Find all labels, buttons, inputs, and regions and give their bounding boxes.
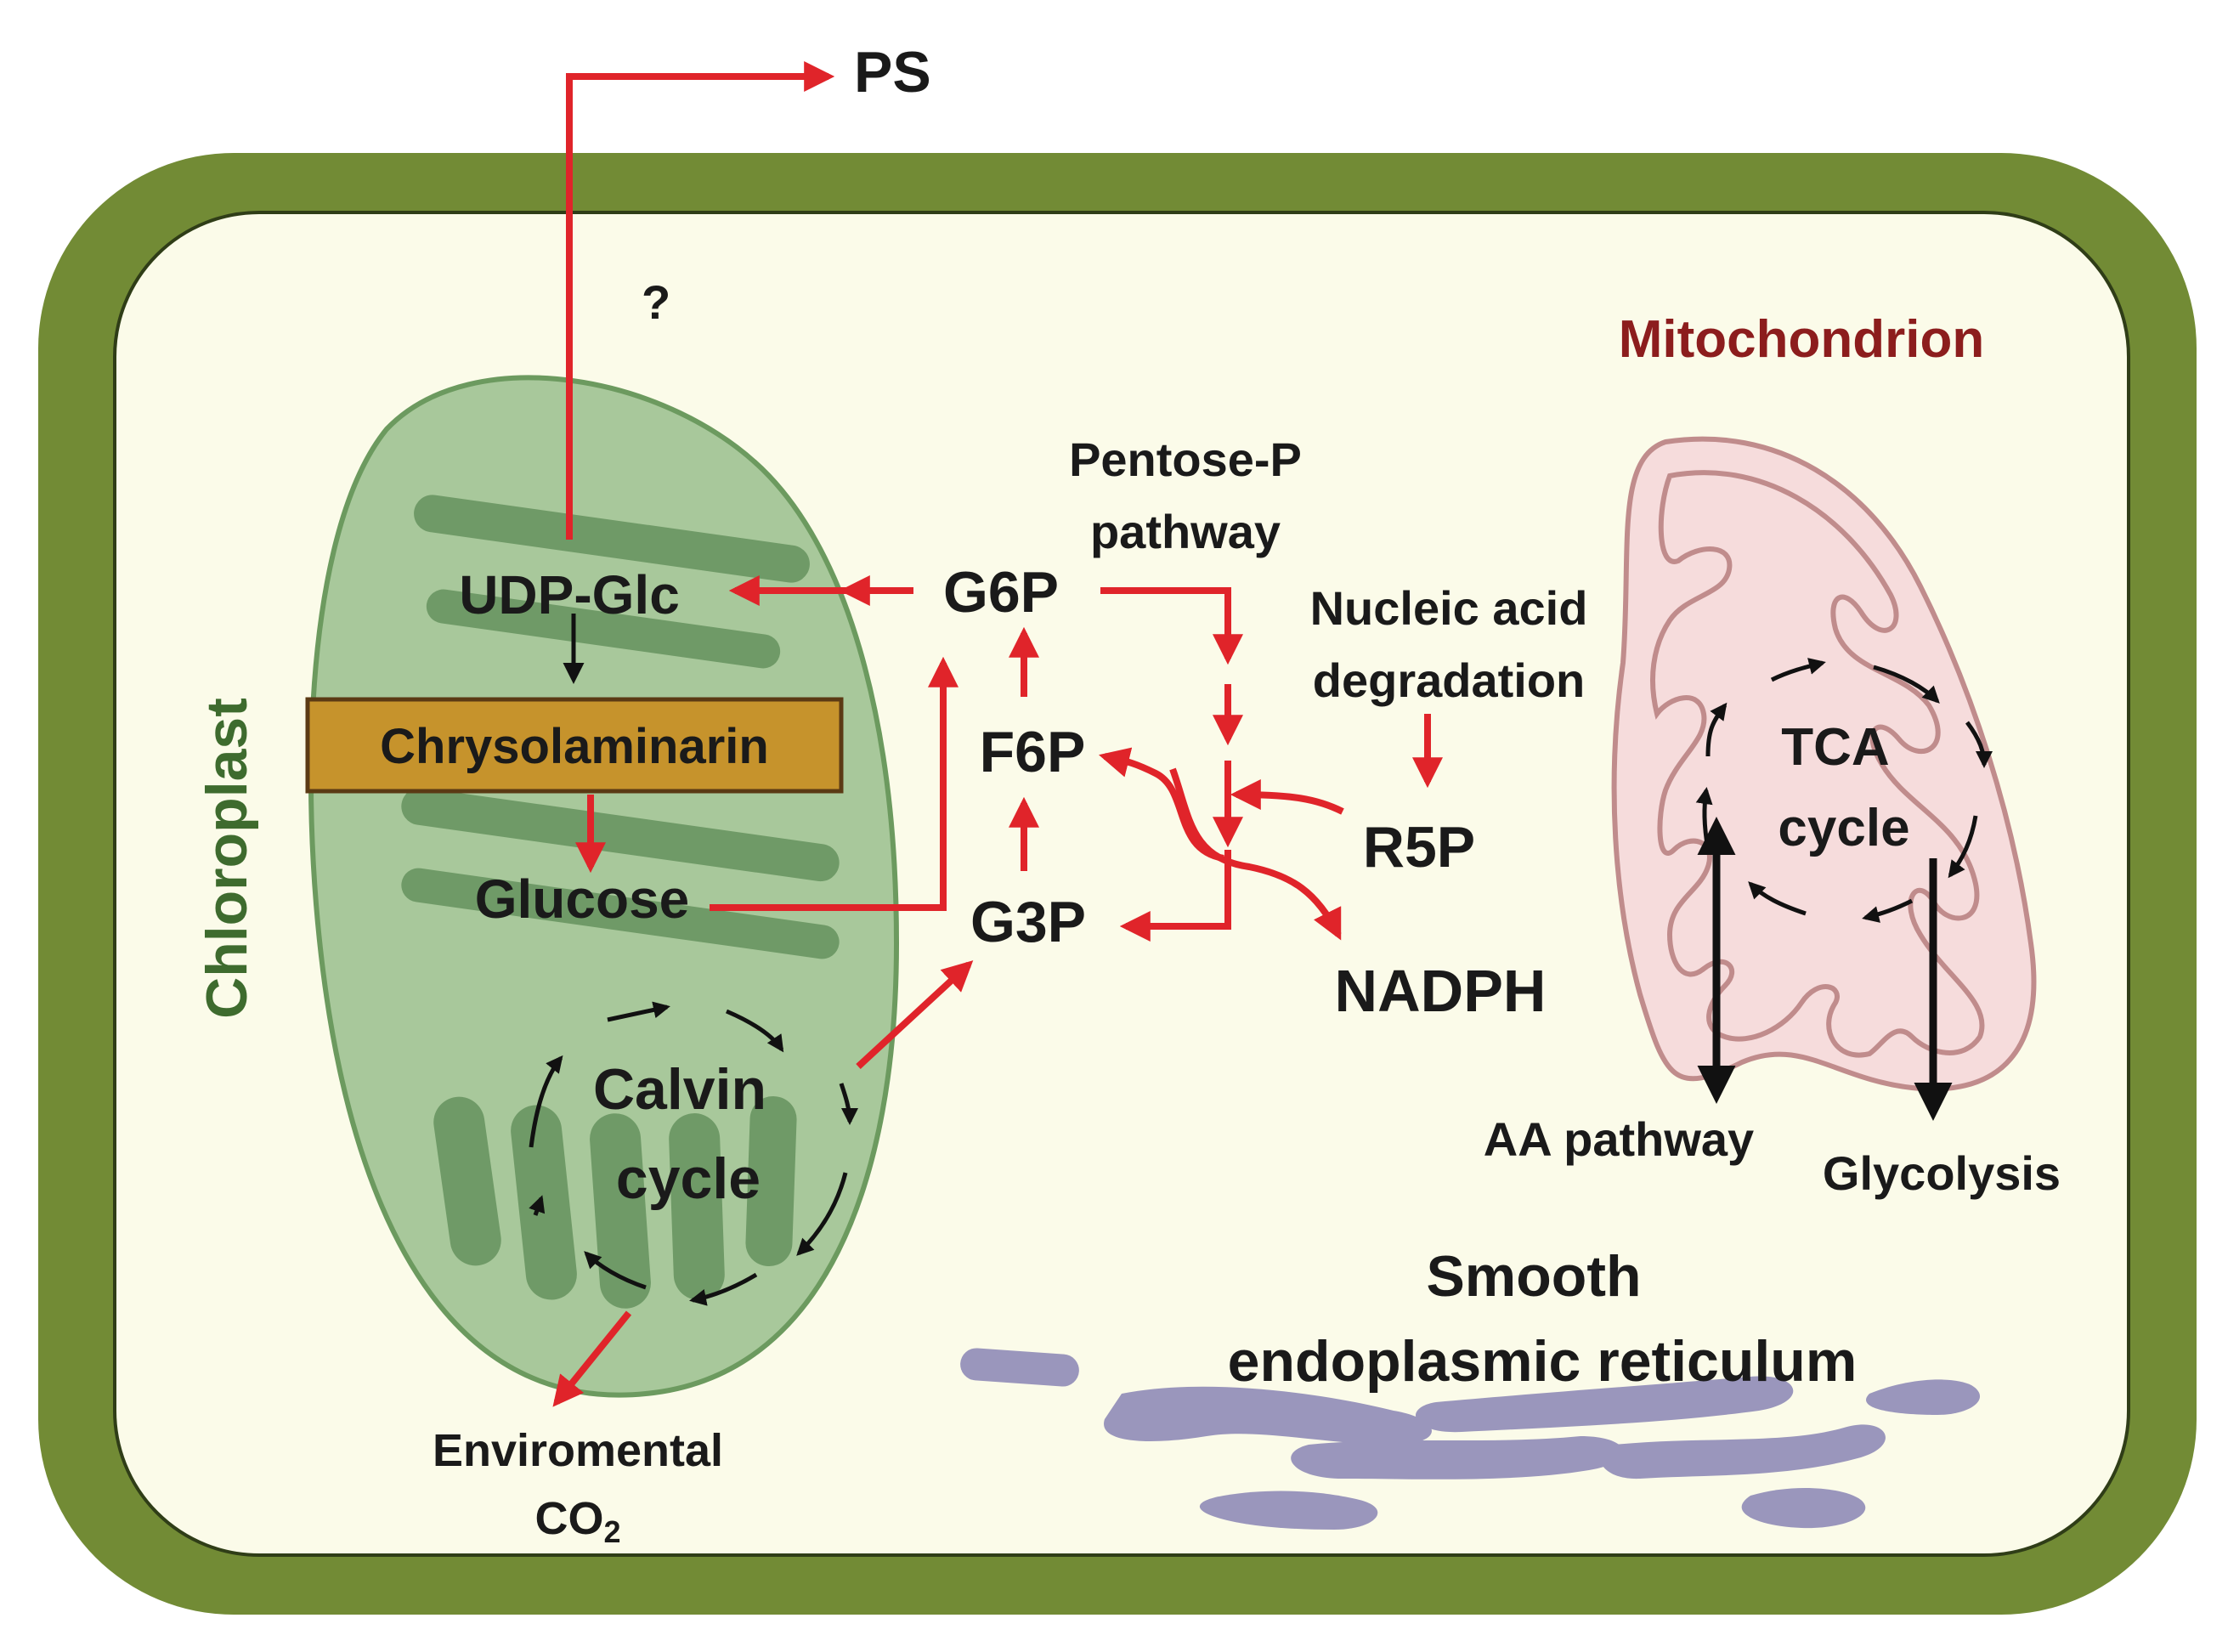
enviromental-label: Enviromental xyxy=(433,1425,723,1476)
nucleic-label-line2: degradation xyxy=(1313,653,1585,707)
glycolysis-label: Glycolysis xyxy=(1823,1146,2061,1200)
f6p-label: F6P xyxy=(980,720,1086,784)
question-mark: ? xyxy=(642,275,670,329)
arrow-glucose-to-g6p xyxy=(710,656,958,911)
arrow-calvin-to-g3p xyxy=(856,960,974,1069)
g3p-label: G3P xyxy=(970,890,1086,954)
tca-cycle-arrows xyxy=(1695,658,1993,923)
thylakoid-stacks xyxy=(401,495,840,1309)
tca-label-line2: cycle xyxy=(1778,799,1909,857)
arrow-udpglc-to-ps xyxy=(566,61,835,540)
g6p-label: G6P xyxy=(943,560,1059,625)
arrow-g6p-to-pentose xyxy=(1100,587,1243,665)
mitochondrion-label: Mitochondrion xyxy=(1619,310,1984,369)
co2-label: CO2 xyxy=(534,1493,620,1549)
pentose-label-line2: pathway xyxy=(1090,505,1281,558)
ser-label-line1: Smooth xyxy=(1426,1244,1641,1309)
arrow-pentose-to-nadph xyxy=(1169,767,1342,941)
arrow-r5p-to-pentose xyxy=(1230,779,1344,815)
calvin-label-line2: cycle xyxy=(616,1146,761,1211)
udp-glc-label: UDP-Glc xyxy=(459,564,680,625)
pentose-label-line1: Pentose-P xyxy=(1069,433,1302,486)
arrow-pentose-to-g3p xyxy=(1119,850,1231,942)
nucleic-label-line1: Nucleic acid xyxy=(1310,581,1588,635)
ser-label-line2: endoplasmic reticulum xyxy=(1228,1329,1858,1394)
r5p-label: R5P xyxy=(1363,815,1475,880)
chrysolaminarin-label: Chrysolaminarin xyxy=(380,719,769,774)
chloroplast xyxy=(308,375,900,1398)
calvin-label-line1: Calvin xyxy=(593,1057,766,1122)
glucose-label: Glucose xyxy=(475,868,690,930)
tca-label-line1: TCA xyxy=(1781,718,1889,777)
chloroplast-label: Chloroplast xyxy=(195,698,259,1019)
chrysolaminarin-box xyxy=(305,697,844,794)
ps-label: PS xyxy=(854,40,931,105)
arrow-calvin-to-co2 xyxy=(552,1310,632,1407)
calvin-cycle-arrows xyxy=(529,1001,858,1306)
nadph-label: NADPH xyxy=(1335,958,1547,1024)
co2-subscript: 2 xyxy=(603,1514,620,1549)
arrow-pentose-to-f6p xyxy=(1099,747,1224,862)
co2-main: CO xyxy=(534,1493,603,1544)
smooth-er xyxy=(960,1348,1981,1530)
aa-pathway-label: AA pathway xyxy=(1484,1112,1754,1166)
